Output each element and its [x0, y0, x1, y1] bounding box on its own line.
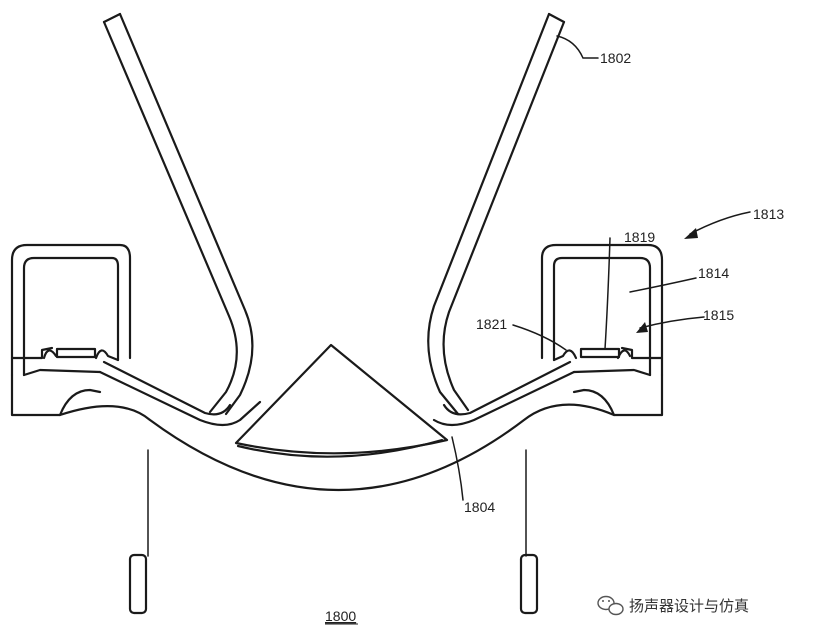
leader-lines	[451, 35, 751, 501]
left-arm	[102, 12, 254, 416]
left-leg	[128, 449, 149, 615]
diaphragm	[58, 360, 616, 491]
label-1814: 1814	[698, 265, 729, 281]
label-1804: 1804	[464, 499, 495, 515]
watermark: 扬声器设计与仿真	[597, 595, 749, 616]
watermark-text: 扬声器设计与仿真	[629, 597, 749, 615]
right-arm	[427, 12, 566, 416]
label-1819: 1819	[624, 229, 655, 245]
left-frame	[10, 243, 132, 417]
right-leg	[519, 449, 539, 615]
label-1802: 1802	[600, 50, 631, 66]
label-1815: 1815	[703, 307, 734, 323]
figure-number: 1800	[325, 608, 356, 624]
label-1813: 1813	[753, 206, 784, 222]
center-wedge	[234, 343, 449, 455]
wechat-icon	[597, 595, 624, 616]
label-1821: 1821	[476, 316, 507, 332]
